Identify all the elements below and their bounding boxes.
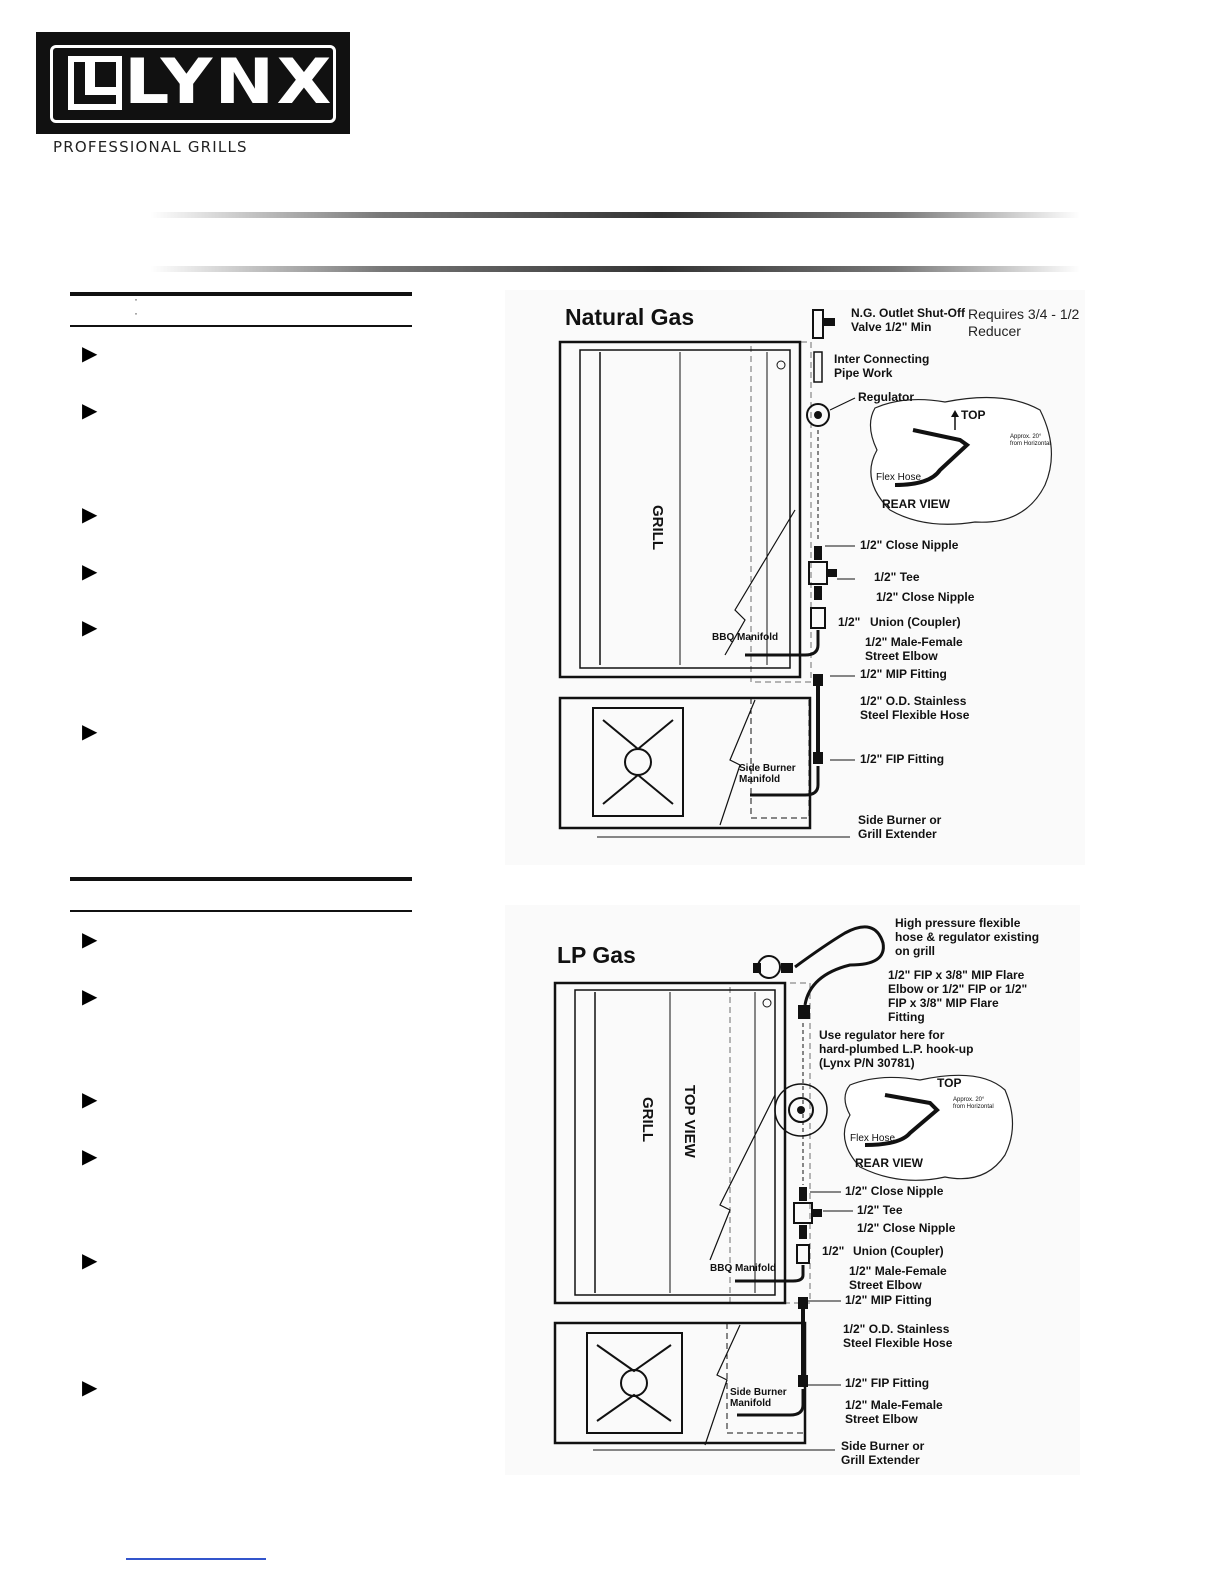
lp-label-tee: 1/2" Tee — [857, 1203, 903, 1217]
brand-tagline: PROFESSIONAL GRILLS — [53, 138, 248, 156]
ng-label-tee: 1/2" Tee — [874, 570, 920, 584]
ng-label-close-nipple-1: 1/2" Close Nipple — [860, 538, 959, 552]
bullet-arrow-icon: ▶ — [82, 986, 98, 1008]
footer-link-underline[interactable] — [126, 1558, 266, 1560]
lp-title: LP Gas — [557, 942, 636, 968]
lp-label-top: TOP — [937, 1076, 961, 1090]
section-1-marks: · — [134, 292, 144, 306]
bullet-arrow-icon: ▶ — [82, 721, 98, 743]
bullet-arrow-icon: ▶ — [82, 561, 98, 583]
lp-label-fip: 1/2" FIP Fitting — [845, 1376, 929, 1390]
ng-label-top: TOP — [961, 408, 985, 422]
header-rule-bottom — [150, 266, 1080, 272]
section-1-rule-bottom — [70, 325, 412, 327]
section-1-rule-top — [70, 292, 412, 296]
brand-logo: LYNX — [36, 32, 350, 134]
bullet-arrow-icon: ▶ — [82, 1250, 98, 1272]
lp-label-mip: 1/2" MIP Fitting — [845, 1293, 932, 1307]
lp-grill-outline — [553, 981, 787, 1305]
logo-mark-icon — [68, 56, 122, 110]
ng-label-fip: 1/2" FIP Fitting — [860, 752, 944, 766]
bullet-arrow-icon: ▶ — [82, 929, 98, 951]
section-2-rule-top — [70, 877, 412, 881]
brand-name: LYNX — [124, 45, 334, 118]
header-rule-top — [150, 212, 1080, 218]
lp-grill-label: GRILL — [639, 1097, 656, 1142]
bullet-arrow-icon: ▶ — [82, 343, 98, 365]
lp-label-rear-view: REAR VIEW — [855, 1156, 924, 1170]
ng-side-burner-outline — [558, 696, 812, 830]
lp-label-close-nipple-1: 1/2" Close Nipple — [845, 1184, 944, 1198]
lp-label-approx: Approx. 20°from Horizontal — [953, 1097, 994, 1110]
lp-label-union: Union (Coupler) — [853, 1244, 944, 1258]
section-1-marks-2: · — [134, 306, 144, 320]
ng-label-union: Union (Coupler) — [870, 615, 961, 629]
ng-label-rear-view: REAR VIEW — [882, 497, 951, 511]
bullet-arrow-icon: ▶ — [82, 617, 98, 639]
lp-label-close-nipple-2: 1/2" Close Nipple — [857, 1221, 956, 1235]
section-2-rule-bottom — [70, 910, 412, 912]
bullet-arrow-icon: ▶ — [82, 504, 98, 526]
ng-label-flex-hose: Flex Hose — [876, 472, 921, 483]
lp-gas-diagram: LP Gas GRILL TOP VIEW High pressure flex… — [505, 905, 1080, 1475]
ng-label-approx: Approx. 20°from Horizontal — [1010, 434, 1051, 447]
ng-reducer-note: Requires 3/4 - 1/2 Reducer — [968, 306, 1080, 339]
lp-top-view-label: TOP VIEW — [681, 1085, 698, 1159]
bullet-arrow-icon: ▶ — [82, 1146, 98, 1168]
ng-label-mip: 1/2" MIP Fitting — [860, 667, 947, 681]
bullet-arrow-icon: ▶ — [82, 1377, 98, 1399]
bullet-arrow-icon: ▶ — [82, 400, 98, 422]
lp-label-bbq-manifold: BBQ Manifold — [710, 1263, 776, 1274]
ng-grill-outline — [558, 340, 802, 679]
lp-label-flex-hose: Flex Hose — [850, 1133, 895, 1144]
ng-title: Natural Gas — [565, 304, 694, 330]
ng-label-bbq-manifold: BBQ Manifold — [712, 632, 778, 643]
ng-label-close-nipple-2: 1/2" Close Nipple — [876, 590, 975, 604]
ng-grill-label: GRILL — [649, 505, 666, 550]
bullet-arrow-icon: ▶ — [82, 1089, 98, 1111]
ng-label-union-size: 1/2" — [838, 615, 860, 629]
ng-label-regulator: Regulator — [858, 390, 914, 404]
logo-frame — [50, 45, 336, 123]
lp-rear-view-inset — [843, 1074, 1014, 1181]
lp-label-union-size: 1/2" — [822, 1244, 844, 1258]
